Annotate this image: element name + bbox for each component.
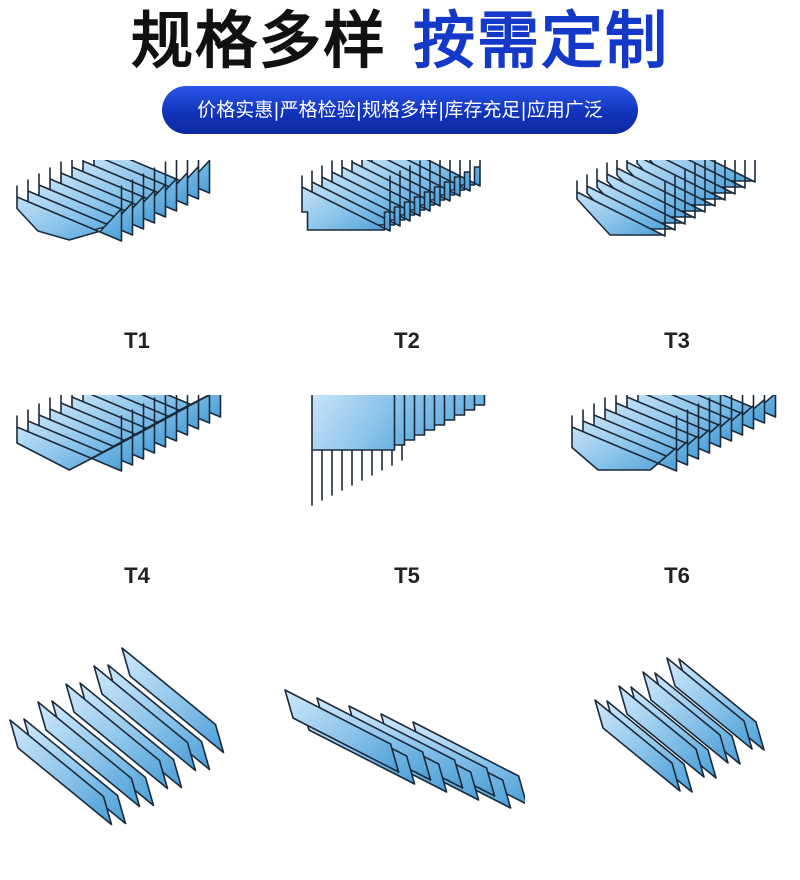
bellows-item: T2 xyxy=(282,160,532,390)
model-label: T5 xyxy=(394,563,420,588)
model-label: T3 xyxy=(664,328,690,353)
bellows-cover-icon xyxy=(594,657,765,793)
bellows-cover-icon xyxy=(284,689,525,809)
model-label: T6 xyxy=(664,563,690,588)
bellows-cover-icon xyxy=(571,395,777,472)
bellows-item xyxy=(585,630,800,860)
bellows-cover-icon xyxy=(9,647,225,826)
headline-part1: 规格多样 xyxy=(130,4,387,77)
model-label: T1 xyxy=(124,328,150,353)
feature-banner: 价格实惠|严格检验|规格多样|库存充足|应用广泛 xyxy=(162,86,638,134)
model-label: T4 xyxy=(124,563,150,588)
bellows-cover-icon xyxy=(16,160,211,242)
bellows-item: T6 xyxy=(552,395,800,625)
model-label: T2 xyxy=(394,328,420,353)
bellows-item xyxy=(5,630,255,860)
bellows-cover-icon xyxy=(576,160,756,237)
bellows-item: T4 xyxy=(12,395,262,625)
bellows-item xyxy=(275,650,525,880)
bellows-item: T5 xyxy=(282,395,532,625)
headline: 规格多样按需定制 xyxy=(0,6,800,76)
bellows-cover-icon xyxy=(16,395,222,472)
bellows-cover-icon xyxy=(301,160,481,232)
headline-part2: 按需定制 xyxy=(413,4,670,77)
bellows-cover-icon xyxy=(311,395,486,506)
bellows-item: T3 xyxy=(552,160,800,390)
bellows-item: T1 xyxy=(12,160,262,390)
